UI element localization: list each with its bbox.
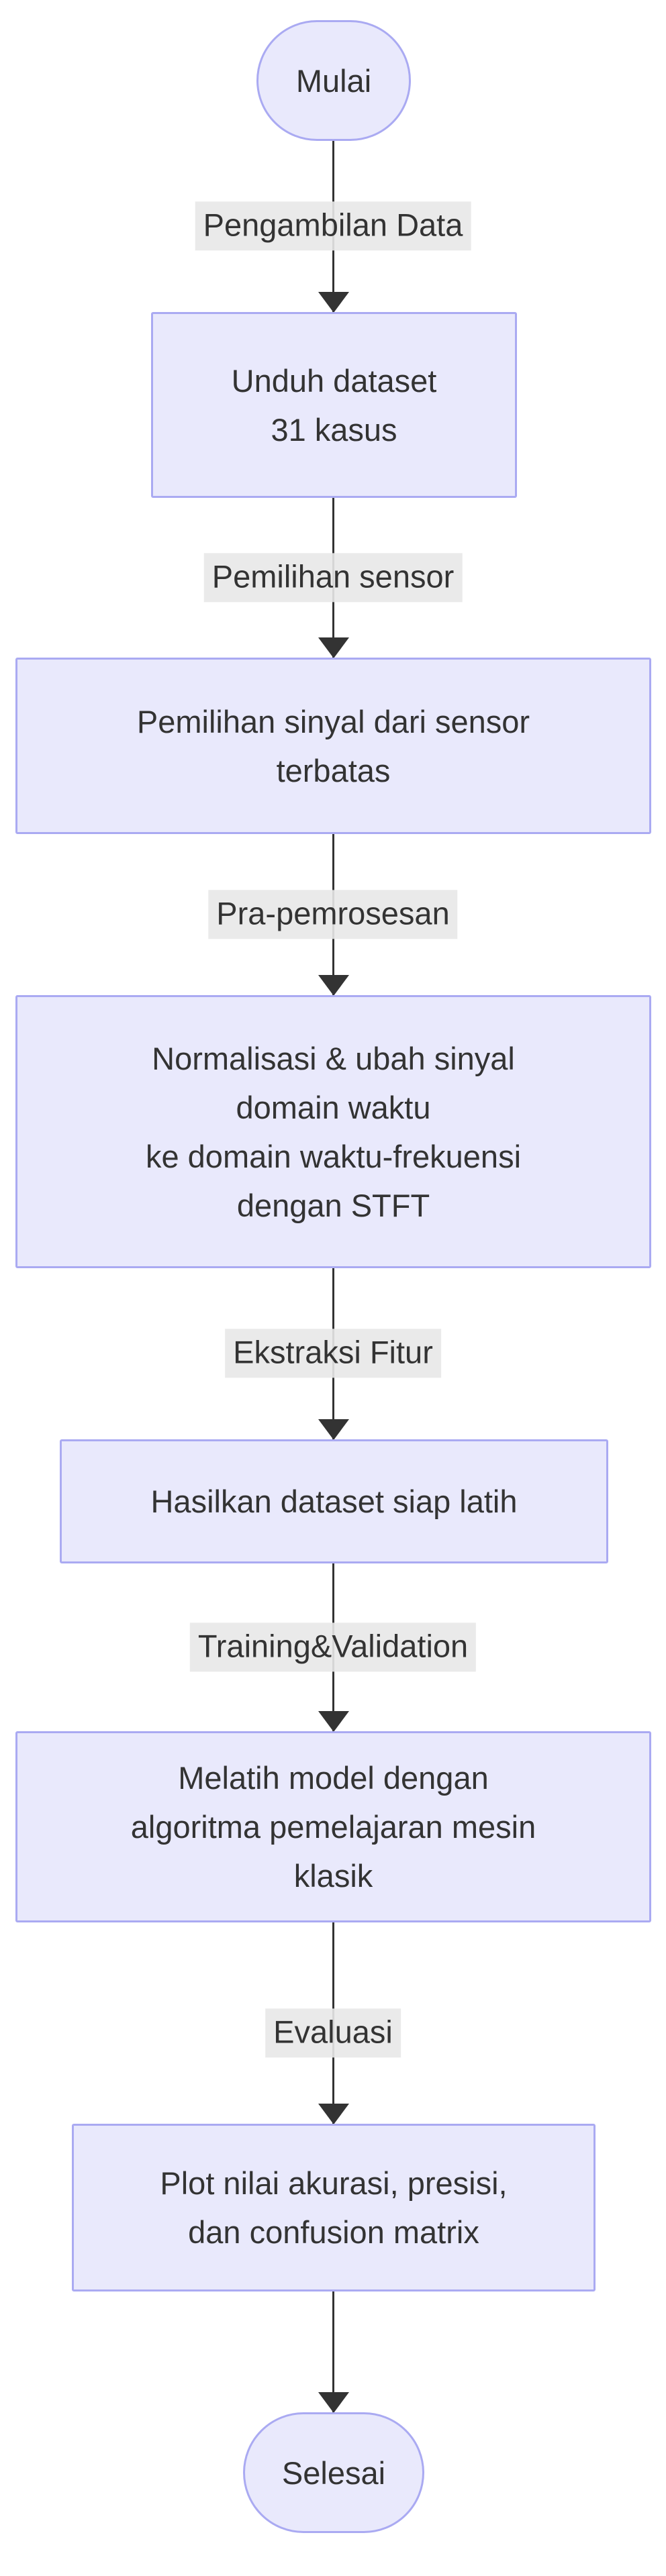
node-label-line: Normalisasi & ubah sinyal xyxy=(152,1040,515,1076)
node-preprocessing-stft: Normalisasi & ubah sinyal domain waktu k… xyxy=(15,995,651,1268)
node-label-line: dan confusion matrix xyxy=(188,2214,479,2250)
node-start: Mulai xyxy=(256,20,411,141)
arrow-down-icon xyxy=(318,1711,349,1732)
flow-line xyxy=(332,2291,334,2412)
node-label-line: Melatih model dengan xyxy=(178,1760,489,1796)
arrow-down-icon xyxy=(318,2392,349,2413)
edge-label-training-validation: Training&Validation xyxy=(189,1622,477,1672)
node-label-line: Plot nilai akurasi, presisi, xyxy=(160,2165,508,2201)
node-signal-selection: Pemilihan sinyal dari sensor terbatas xyxy=(15,658,651,834)
edge-label-pra-pemrosesan: Pra-pemrosesan xyxy=(208,890,458,939)
arrow-down-icon xyxy=(318,637,349,658)
node-plot-results: Plot nilai akurasi, presisi, dan confusi… xyxy=(72,2124,596,2291)
edge-label-ekstraksi-fitur: Ekstraksi Fitur xyxy=(225,1329,441,1378)
node-end: Selesai xyxy=(243,2412,424,2533)
node-label-line: algoritma pemelajaran mesin xyxy=(130,1809,536,1845)
node-label-line: domain waktu xyxy=(236,1089,431,1125)
node-label-line: 31 kasus xyxy=(271,411,397,448)
node-label-line: Hasilkan dataset siap latih xyxy=(150,1484,518,1519)
node-label-line: ke domain waktu-frekuensi xyxy=(145,1138,522,1174)
node-label-line: Pemilihan sinyal dari sensor xyxy=(136,703,530,739)
node-label-line: Unduh dataset xyxy=(231,362,437,399)
node-label-line: klasik xyxy=(293,1858,373,1894)
arrow-down-icon xyxy=(318,292,349,313)
node-label-line: terbatas xyxy=(276,752,391,788)
node-ready-dataset: Hasilkan dataset siap latih xyxy=(60,1439,608,1563)
arrow-down-icon xyxy=(318,1419,349,1440)
node-train-model: Melatih model dengan algoritma pemelajar… xyxy=(15,1731,651,1922)
edge-label-pemilihan-sensor: Pemilihan sensor xyxy=(203,553,463,603)
node-label: Mulai xyxy=(295,62,372,99)
edge-label-pengambilan-data: Pengambilan Data xyxy=(195,201,471,251)
node-download-dataset: Unduh dataset 31 kasus xyxy=(151,312,517,498)
edge-label-evaluasi: Evaluasi xyxy=(265,2008,401,2058)
node-label-line: dengan STFT xyxy=(236,1187,430,1223)
arrow-down-icon xyxy=(318,975,349,996)
node-label: Selesai xyxy=(281,2455,386,2491)
arrow-down-icon xyxy=(318,2104,349,2124)
